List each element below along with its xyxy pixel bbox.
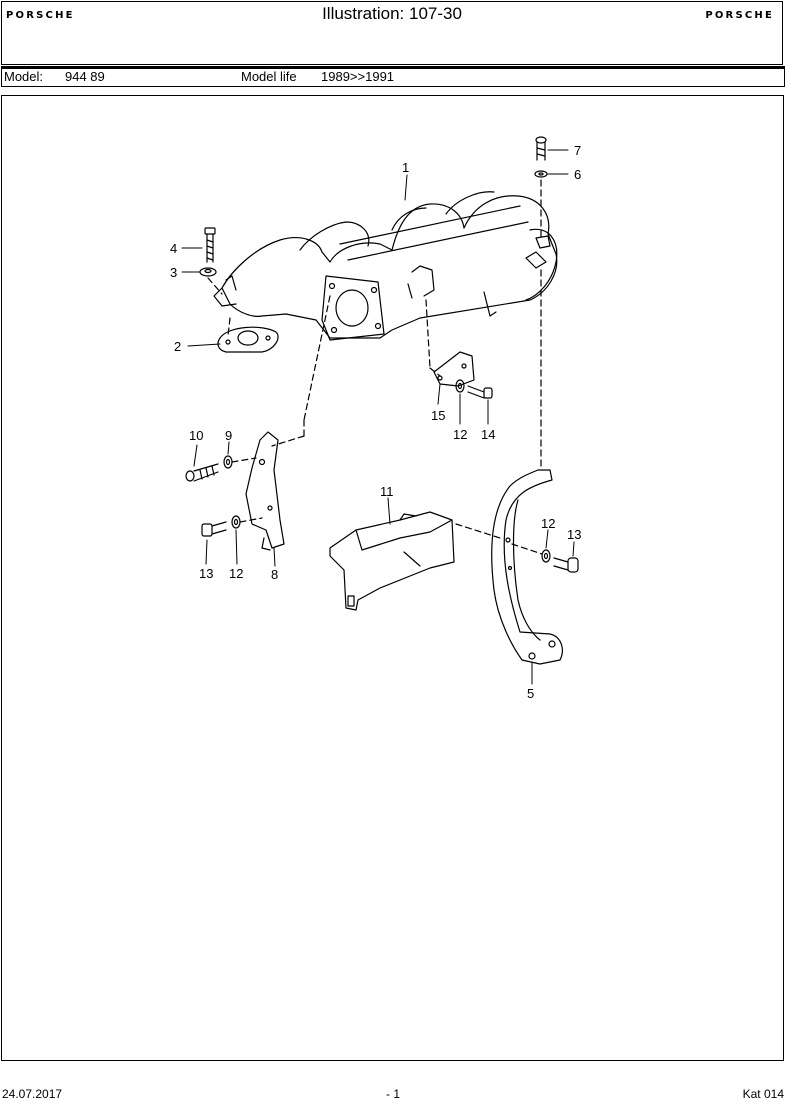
washer-6 <box>534 170 548 178</box>
footer-page: - 1 <box>386 1087 401 1101</box>
assembly-lines <box>207 179 543 555</box>
bolt-13-right <box>553 557 579 573</box>
callout-15: 15 <box>431 408 445 423</box>
bracket-5 <box>491 469 563 665</box>
washer-12-upper <box>455 379 465 393</box>
callout-8: 8 <box>271 567 278 582</box>
callout-12-left: 12 <box>229 566 243 581</box>
leader-lines <box>181 149 575 685</box>
callout-6: 6 <box>574 167 581 182</box>
footer-date: 24.07.2017 <box>2 1087 63 1101</box>
bolt-14 <box>467 385 493 399</box>
bolt-7 <box>535 136 547 161</box>
callout-1: 1 <box>402 160 409 175</box>
model-life-value: 1989>>1991 <box>321 69 395 84</box>
washer-9 <box>223 455 233 469</box>
heat-shield-11 <box>329 511 455 611</box>
callout-2: 2 <box>174 339 181 354</box>
bolt-13-left <box>201 521 227 537</box>
illustration-title: Illustration: 107-30 <box>322 4 462 23</box>
callout-3: 3 <box>170 265 177 280</box>
callout-numbers: 1 2 3 4 5 6 7 8 9 10 11 12 12 12 13 13 1… <box>170 143 581 701</box>
washer-12-left <box>231 515 241 529</box>
callout-13-right: 13 <box>567 527 581 542</box>
callout-13-left: 13 <box>199 566 213 581</box>
callout-9: 9 <box>225 428 232 443</box>
porsche-logo-left: PORSCHE <box>6 10 75 21</box>
callout-4: 4 <box>170 241 177 256</box>
exhaust-manifold <box>213 191 558 341</box>
callout-10: 10 <box>189 428 203 443</box>
callout-12-right: 12 <box>541 516 555 531</box>
washer-12-right <box>541 549 551 563</box>
header-box: PORSCHE Illustration: 107-30 PORSCHE <box>1 1 783 65</box>
washer-3 <box>199 267 217 277</box>
illustration-frame <box>1 95 784 1061</box>
porsche-logo-right: PORSCHE <box>705 10 774 21</box>
footer-catalog: Kat 014 <box>742 1087 784 1101</box>
callout-11: 11 <box>380 484 394 499</box>
callout-5: 5 <box>527 686 534 701</box>
callout-12-upper: 12 <box>453 427 467 442</box>
model-row: Model: 944 89 Model life 1989>>1991 <box>1 69 785 87</box>
model-life-label: Model life <box>241 69 297 84</box>
callout-7: 7 <box>574 143 581 158</box>
bolt-4 <box>204 227 216 263</box>
callout-14: 14 <box>481 427 495 442</box>
bracket-8 <box>245 431 285 551</box>
model-value: 944 89 <box>65 69 105 84</box>
model-label: Model: <box>4 69 44 84</box>
bracket-15 <box>433 351 475 387</box>
manifold-gasket <box>217 326 279 353</box>
bolt-10 <box>185 463 219 482</box>
header-rule <box>1 66 785 69</box>
